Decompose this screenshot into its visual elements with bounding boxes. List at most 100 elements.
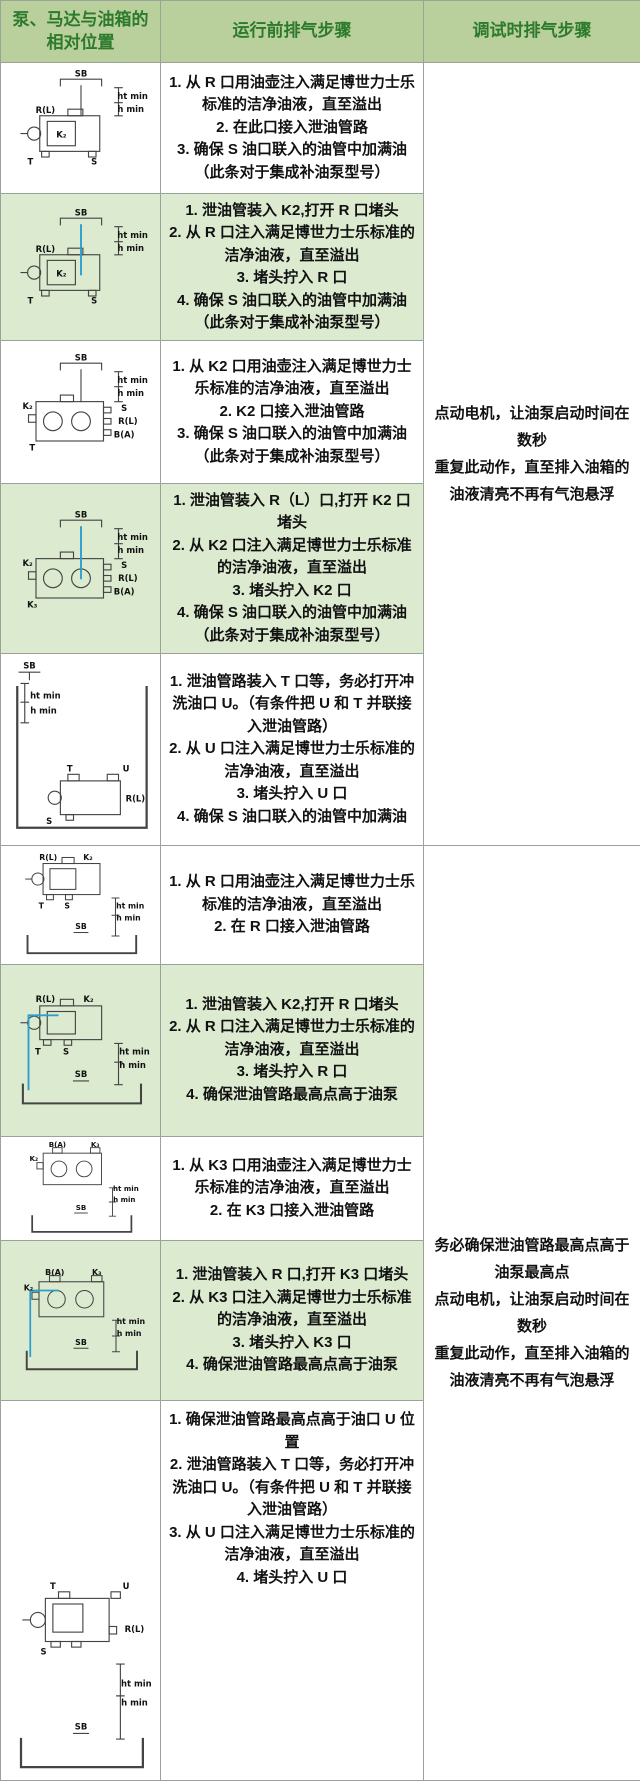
port-label: S — [64, 901, 70, 910]
pre-run-steps: 1. 泄油管装入 R（L）口,打开 K2 口堵头 2. 从 K2 口注入满足博世… — [161, 484, 424, 654]
commissioning-note: 点动电机，让油泵启动时间在数秒 重复此动作，直至排入油箱的油液清亮不再有气泡悬浮 — [424, 63, 640, 846]
port-label: B(A) — [45, 1267, 64, 1276]
pre-run-steps: 1. 确保泄油管路最高点高于油口 U 位置 2. 泄油管路装入 T 口等，务必打… — [161, 1401, 424, 1781]
pump-schematic — [21, 80, 122, 158]
pump-schematic — [28, 364, 122, 442]
pre-run-steps: 1. 泄油管装入 K2,打开 R 口堵头 2. 从 R 口注入满足博世力士乐标准… — [161, 194, 424, 341]
pump-tank-diagram: B(A) K₂ K₃ SB ht min h min — [11, 1266, 151, 1371]
port-label: T — [29, 443, 35, 453]
port-label: ht min — [116, 1316, 145, 1325]
port-label: T — [35, 1046, 41, 1056]
port-label: h min — [30, 705, 57, 715]
header-row: 泵、马达与油箱的 相对位置 运行前排气步骤 调试时排气步骤 — [1, 1, 640, 63]
port-label: T — [50, 1581, 56, 1591]
port-label: S — [40, 1647, 46, 1657]
port-label: S — [121, 560, 127, 570]
port-label: T — [27, 157, 33, 167]
header-pre-run-steps: 运行前排气步骤 — [161, 1, 424, 63]
pre-run-steps: 1. 从 R 口用油壶注入满足博世力士乐标准的洁净油液，直至溢出 2. 在 R … — [161, 846, 424, 965]
pre-run-steps: 1. 泄油管装入 K2,打开 R 口堵头 2. 从 R 口注入满足博世力士乐标准… — [161, 964, 424, 1136]
port-label: K₃ — [27, 599, 38, 609]
port-label: R(L) — [35, 244, 55, 254]
port-label: SB — [75, 1203, 85, 1212]
port-label: U — [122, 1581, 129, 1591]
port-label: SB — [74, 69, 87, 79]
header-commissioning-steps: 调试时排气步骤 — [424, 1, 640, 63]
port-label: R(L) — [35, 105, 55, 115]
port-label: h min — [121, 1698, 148, 1708]
port-label: SB — [74, 509, 87, 519]
port-label: B(A) — [113, 586, 134, 596]
port-label: ht min — [117, 375, 148, 385]
port-label: R(L) — [39, 853, 57, 862]
port-label: ht min — [116, 901, 144, 910]
port-label: T — [66, 763, 72, 773]
port-label: U — [122, 763, 129, 773]
port-label: ht min — [121, 1679, 152, 1689]
port-label: R(L) — [125, 793, 145, 803]
port-label: ht min — [113, 1184, 139, 1193]
port-label: ht min — [117, 91, 148, 101]
port-label: ht min — [30, 690, 61, 700]
port-label: K₂ — [56, 269, 67, 279]
port-label: SB — [75, 1337, 87, 1346]
port-label: B(A) — [113, 430, 134, 440]
port-label: K₂ — [29, 1154, 38, 1163]
commissioning-note: 务必确保泄油管路最高点高于油泵最高点 点动电机，让油泵启动时间在数秒 重复此动作… — [424, 846, 640, 1781]
port-label: SB — [74, 1722, 87, 1732]
port-label: SB — [74, 353, 87, 363]
port-label: S — [91, 296, 97, 306]
port-label: R(L) — [35, 994, 55, 1004]
port-label: h min — [116, 1329, 141, 1338]
port-label: S — [121, 403, 127, 413]
port-label: K₂ — [83, 994, 94, 1004]
pre-run-steps: 1. 从 K2 口用油壶注入满足博世力士乐标准的洁净油液，直至溢出 2. K2 … — [161, 341, 424, 484]
port-label: h min — [117, 388, 144, 398]
port-label: R(L) — [118, 417, 138, 427]
flush-path-highlight — [28, 1015, 58, 1090]
port-label: h min — [117, 104, 144, 114]
pre-run-steps: 1. 泄油管路装入 T 口等，务必打开冲洗油口 U。（有条件把 U 和 T 并联… — [161, 654, 424, 846]
pump-tank-diagram-cell: B(A) K₂ K₃ SB ht min h min — [1, 1241, 161, 1401]
header-position: 泵、马达与油箱的 相对位置 — [1, 1, 161, 63]
pre-run-steps: 1. 从 K3 口用油壶注入满足博世力士乐标准的洁净油液，直至溢出 2. 在 K… — [161, 1136, 424, 1241]
pump-tank-diagram-cell: T U R(L) S SB ht min h min — [1, 1401, 161, 1781]
port-label: B(A) — [48, 1140, 65, 1149]
port-label: K₂ — [56, 130, 67, 140]
port-label: K₂ — [23, 1283, 33, 1292]
port-label: SB — [74, 208, 87, 218]
port-label: h min — [117, 243, 144, 253]
port-label: SB — [23, 660, 36, 670]
port-label: h min — [117, 545, 144, 555]
port-label: K₃ — [91, 1267, 101, 1276]
port-label: ht min — [119, 1046, 150, 1056]
port-label: ht min — [117, 532, 148, 542]
port-label: SB — [74, 1069, 87, 1079]
port-label: K₂ — [22, 402, 33, 412]
port-label: T — [27, 296, 33, 306]
port-label: SB — [75, 922, 87, 931]
port-label: R(L) — [124, 1625, 144, 1635]
pre-run-steps: 1. 从 R 口用油壶注入满足博世力士乐标准的洁净油液，直至溢出 2. 在此口接… — [161, 63, 424, 194]
port-label: K₂ — [22, 558, 33, 568]
port-label: K₃ — [90, 1140, 99, 1149]
port-label: h min — [119, 1059, 146, 1069]
